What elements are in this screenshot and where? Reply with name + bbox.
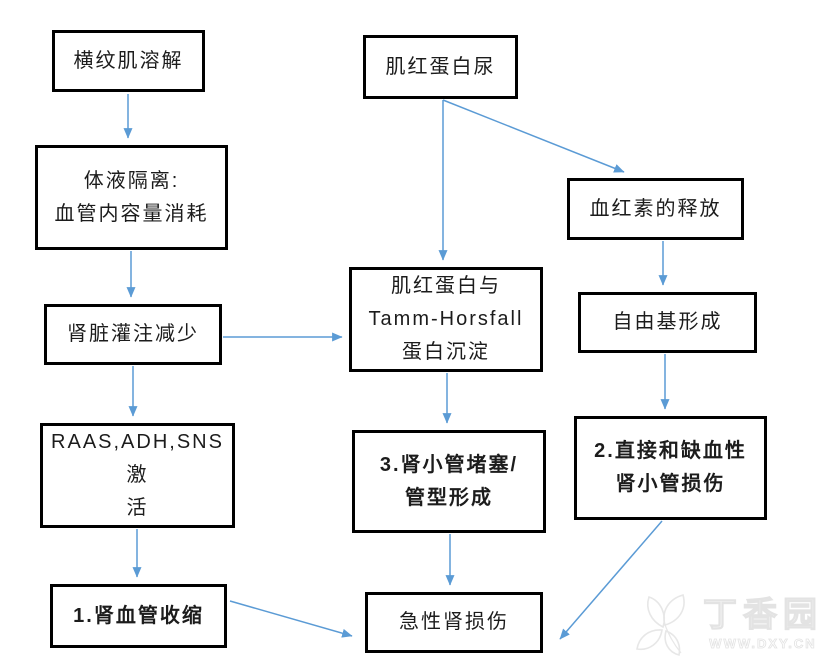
dxy-watermark: 丁香园 WWW.DXY.CN [635,591,823,657]
dxy-brand-name: 丁香园 [702,595,823,634]
arrow-vasoconstriction-to-aki [229,600,353,638]
node-heme-release: 血红素的释放 [567,178,744,240]
node-vasoconstriction: 1.肾血管收缩 [50,584,227,648]
dxy-logo-leaves-icon [636,594,685,656]
node-tubular-injury: 2.直接和缺血性 肾小管损伤 [574,416,767,520]
node-acute-kidney-injury: 急性肾损伤 [365,592,543,653]
arrow-myoglobinuria-to-heme-release [442,99,625,173]
node-raas-activation: RAAS,ADH,SNS激 活 [40,423,235,528]
node-rhabdomyolysis: 横纹肌溶解 [52,30,205,92]
node-fluid-sequestration: 体液隔离: 血管内容量消耗 [35,145,228,250]
dxy-watermark-text: 丁香园 WWW.DXY.CN [702,595,823,651]
node-renal-perfusion: 肾脏灌注减少 [44,304,222,365]
node-myoglobinuria: 肌红蛋白尿 [363,35,518,99]
node-tamm-horsfall: 肌红蛋白与 Tamm-Horsfall 蛋白沉淀 [349,267,543,372]
node-tubular-obstruction: 3.肾小管堵塞/ 管型形成 [352,430,546,533]
dxy-site-url: WWW.DXY.CN [709,635,817,651]
node-free-radicals: 自由基形成 [578,292,757,353]
